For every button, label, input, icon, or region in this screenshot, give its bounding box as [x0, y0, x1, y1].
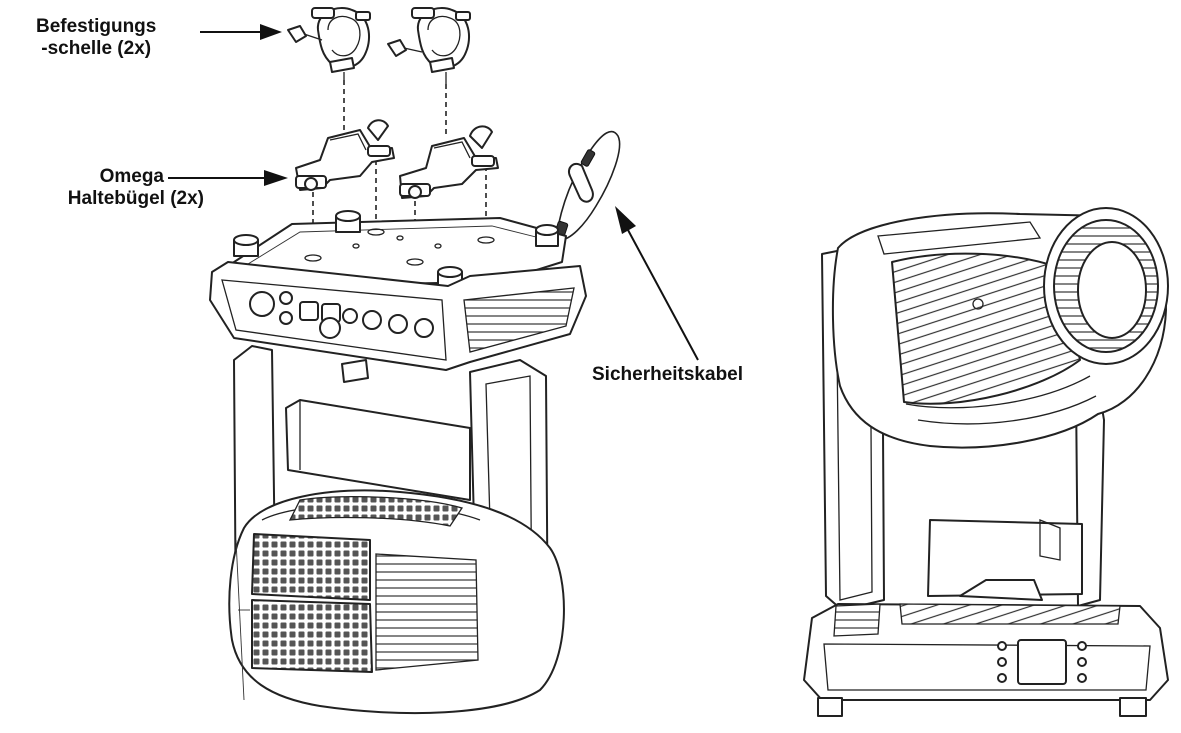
omega-bracket-left: [295, 119, 395, 191]
clamp-leader-arrow: [200, 24, 282, 40]
omega-leader-arrow: [168, 170, 288, 186]
mounting-clamp-left: [287, 7, 371, 80]
base-connectors: [279, 291, 434, 339]
label-safety-cable: Sicherheitskabel: [592, 364, 743, 386]
label-mounting-clamp-line2: -schelle (2x): [41, 38, 152, 59]
omega-bracket-right: [399, 125, 499, 199]
mounting-clamp-right: [387, 7, 471, 84]
fixture-right: [803, 207, 1169, 717]
fixture-left: [209, 210, 587, 715]
label-omega-bracket: Omega Haltebügel (2x): [6, 166, 204, 210]
label-omega-bracket-line2: Haltebügel (2x): [67, 188, 204, 209]
control-buttons: [997, 641, 1087, 683]
label-omega-bracket-line1: Omega: [99, 166, 164, 187]
label-mounting-clamp: Befestigungs -schelle (2x): [36, 16, 156, 60]
safety-cable: [553, 130, 621, 241]
label-safety-cable-text: Sicherheitskabel: [592, 364, 744, 385]
safety-cable-leader-arrow: [615, 206, 699, 361]
label-mounting-clamp-line1: Befestigungs: [36, 16, 157, 37]
base-plate-holes: [304, 228, 495, 266]
